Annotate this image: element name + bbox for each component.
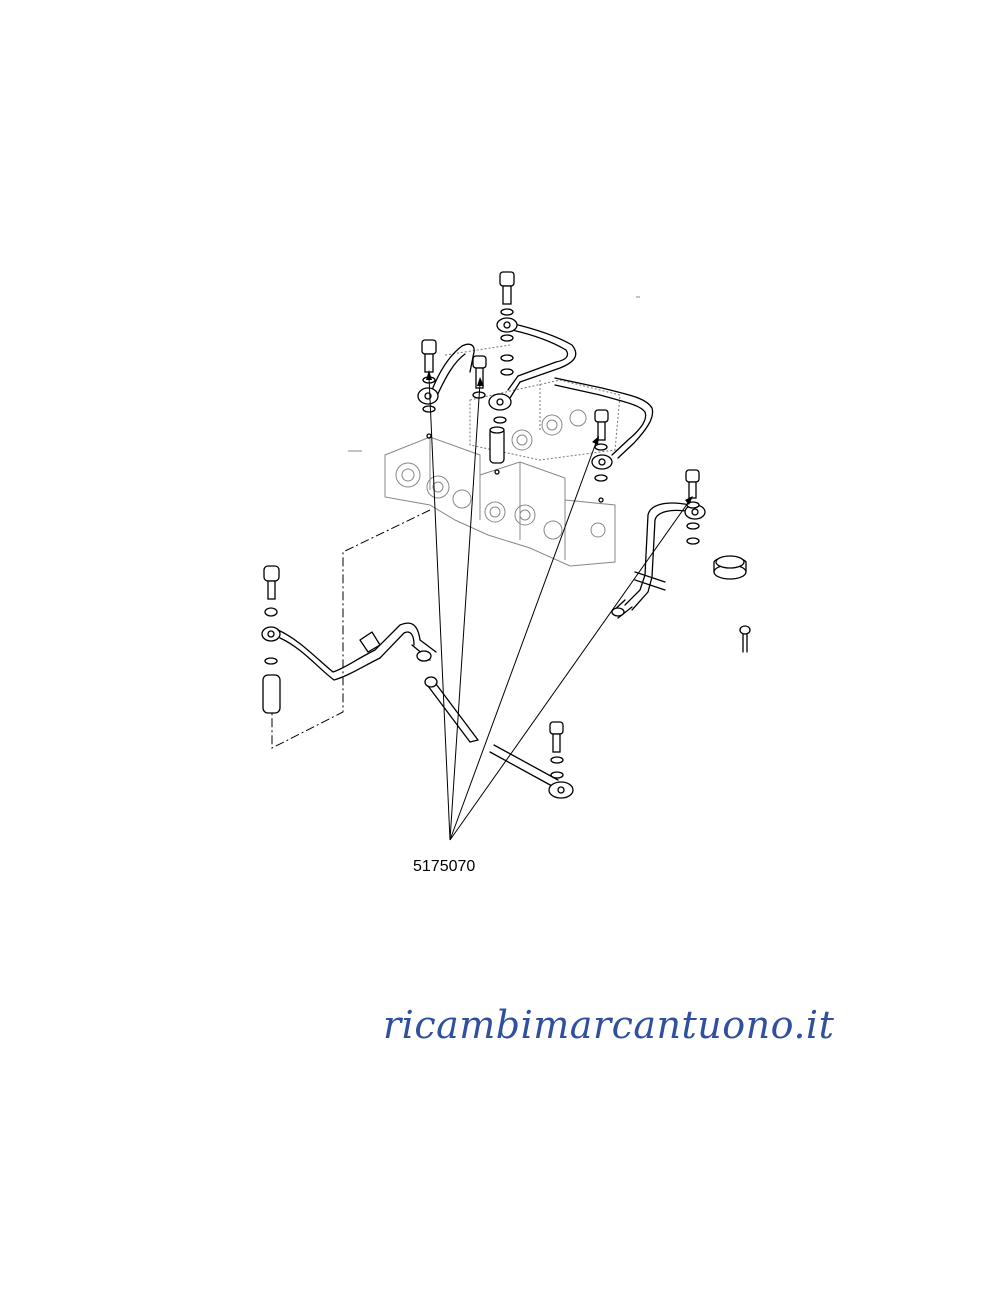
bolt-icon <box>739 625 751 653</box>
upper-left-pipe <box>417 343 475 405</box>
leader-lines <box>426 370 693 841</box>
upper-top-pipe <box>488 317 577 411</box>
assembly-reference-line <box>271 509 431 749</box>
banjo-bolt-icon <box>493 271 515 424</box>
banjo-bolt-icon <box>594 409 609 503</box>
right-vertical-pipe <box>611 502 706 619</box>
banjo-bolt-icon <box>685 469 700 545</box>
valve-block <box>384 344 621 567</box>
banjo-bolt-icon <box>421 339 437 439</box>
lower-pipe <box>489 744 574 799</box>
watermark: ricambimarcantuono.it <box>383 1003 835 1047</box>
hose-clamp-icon <box>713 555 747 580</box>
spacer-sleeve <box>489 426 505 475</box>
banjo-bolt-icon <box>472 355 487 399</box>
banjo-bolt-icon <box>549 721 564 779</box>
left-pipe <box>277 622 437 681</box>
banjo-bolt-icon <box>261 565 281 714</box>
right-upper-pipe <box>554 377 654 470</box>
hose <box>424 676 479 743</box>
part-number-label: 5175070 <box>413 858 476 875</box>
